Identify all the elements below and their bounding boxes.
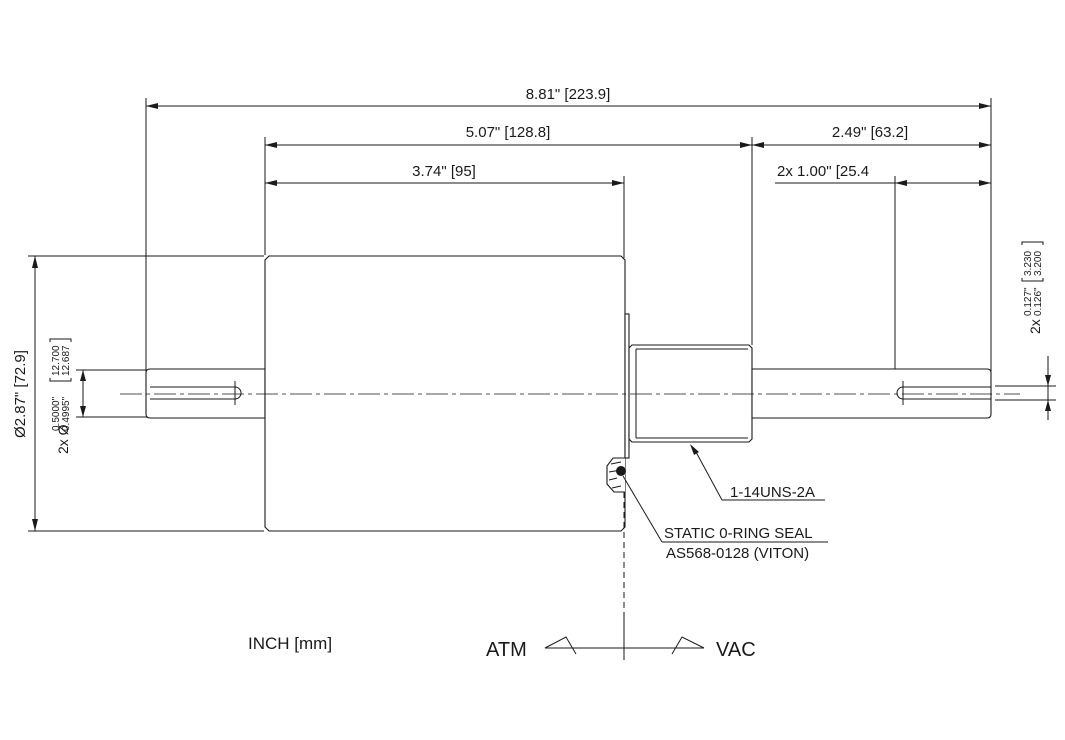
part-geometry <box>120 255 1020 532</box>
dim-vac-shaft-length: 2.49" [63.2] <box>752 124 991 148</box>
callout-seal-line1: STATIC 0-RING SEAL <box>664 525 813 542</box>
housing-flange <box>624 313 630 459</box>
dim-housing-diameter-label: Ø2.87" [72.9] <box>12 350 29 438</box>
vacuum-boundary: ATM VAC <box>486 492 756 661</box>
dim-housing-length-label: 3.74" [95] <box>412 163 476 180</box>
dim-shaft-diameter-prefix: 2x Ø <box>55 424 71 454</box>
dim-housing-length: 3.74" [95] <box>265 163 625 258</box>
dim-keyway-length: 2x 1.00" [25.4 <box>775 163 991 388</box>
dim-keyway-width: 2x 0.127" 0.126" 3.230 3.200 <box>995 241 1056 420</box>
dim-keyway-width-prefix: 2x <box>1027 319 1043 334</box>
callout-thread-label: 1-14UNS-2A <box>730 484 815 501</box>
atm-keyway <box>150 386 242 400</box>
vac-shaft <box>751 368 992 419</box>
dim-keyway-width-inch-upper: 0.127" <box>1023 287 1034 316</box>
dim-shaft-diameter-mm-lower: 12.687 <box>61 345 72 376</box>
dim-housing-to-thread: 5.07" [128.8] <box>264 124 753 345</box>
housing <box>264 255 626 532</box>
dim-shaft-diameter: 2x Ø 0.5000" 0.4995" 12.700 12.687 <box>49 338 148 454</box>
dim-shaft-diameter-mm-upper: 12.700 <box>51 345 62 376</box>
vac-keyway <box>896 386 991 400</box>
dim-vac-shaft-length-label: 2.49" [63.2] <box>832 124 908 141</box>
dim-keyway-length-label: 2x 1.00" [25.4 <box>777 163 869 180</box>
dim-shaft-diameter-inch-lower: 0.4995" <box>61 396 72 431</box>
atm-shaft <box>145 368 266 419</box>
o-ring <box>616 466 626 476</box>
atm-label: ATM <box>486 639 527 661</box>
dim-overall-length: 8.81" [223.9] <box>145 86 992 390</box>
dim-overall-length-label: 8.81" [223.9] <box>526 86 611 103</box>
vac-label: VAC <box>716 639 756 661</box>
dim-keyway-width-mm-upper: 3.230 <box>1023 251 1034 276</box>
callout-seal-line2: AS568-0128 (VITON) <box>666 545 809 562</box>
dim-keyway-width-inch-lower: 0.126" <box>1033 287 1044 316</box>
callout-thread: 1-14UNS-2A <box>690 444 825 501</box>
dim-housing-diameter: Ø2.87" [72.9] <box>12 255 264 532</box>
dim-keyway-width-mm-lower: 3.200 <box>1033 251 1044 276</box>
units-label: INCH [mm] <box>248 634 332 653</box>
dim-shaft-diameter-inch-upper: 0.5000" <box>51 396 62 431</box>
dim-housing-to-thread-label: 5.07" [128.8] <box>466 124 551 141</box>
threaded-section <box>628 344 753 443</box>
callout-seal: STATIC 0-RING SEAL AS568-0128 (VITON) <box>622 475 828 562</box>
